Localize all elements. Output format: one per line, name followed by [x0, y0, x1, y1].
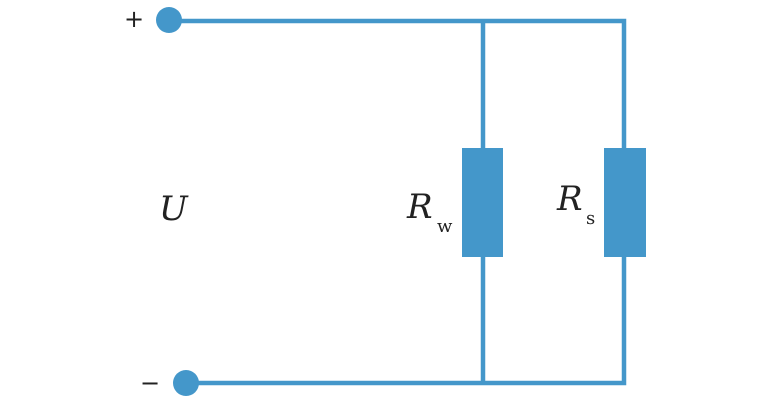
- positive-terminal: [156, 7, 182, 33]
- resistor-rs: [604, 148, 646, 257]
- resistor-rw: [462, 148, 503, 257]
- minus-sign: −: [140, 369, 160, 397]
- plus-sign: +: [124, 5, 144, 33]
- rs-subscript: s: [586, 208, 595, 229]
- rw-label: R: [406, 187, 433, 227]
- bottom-wire: [186, 257, 627, 386]
- top-wire: [169, 18, 627, 148]
- negative-terminal: [173, 370, 199, 396]
- rw-subscript: w: [437, 216, 453, 237]
- rs-label: R: [556, 179, 583, 219]
- voltage-label: U: [159, 189, 189, 229]
